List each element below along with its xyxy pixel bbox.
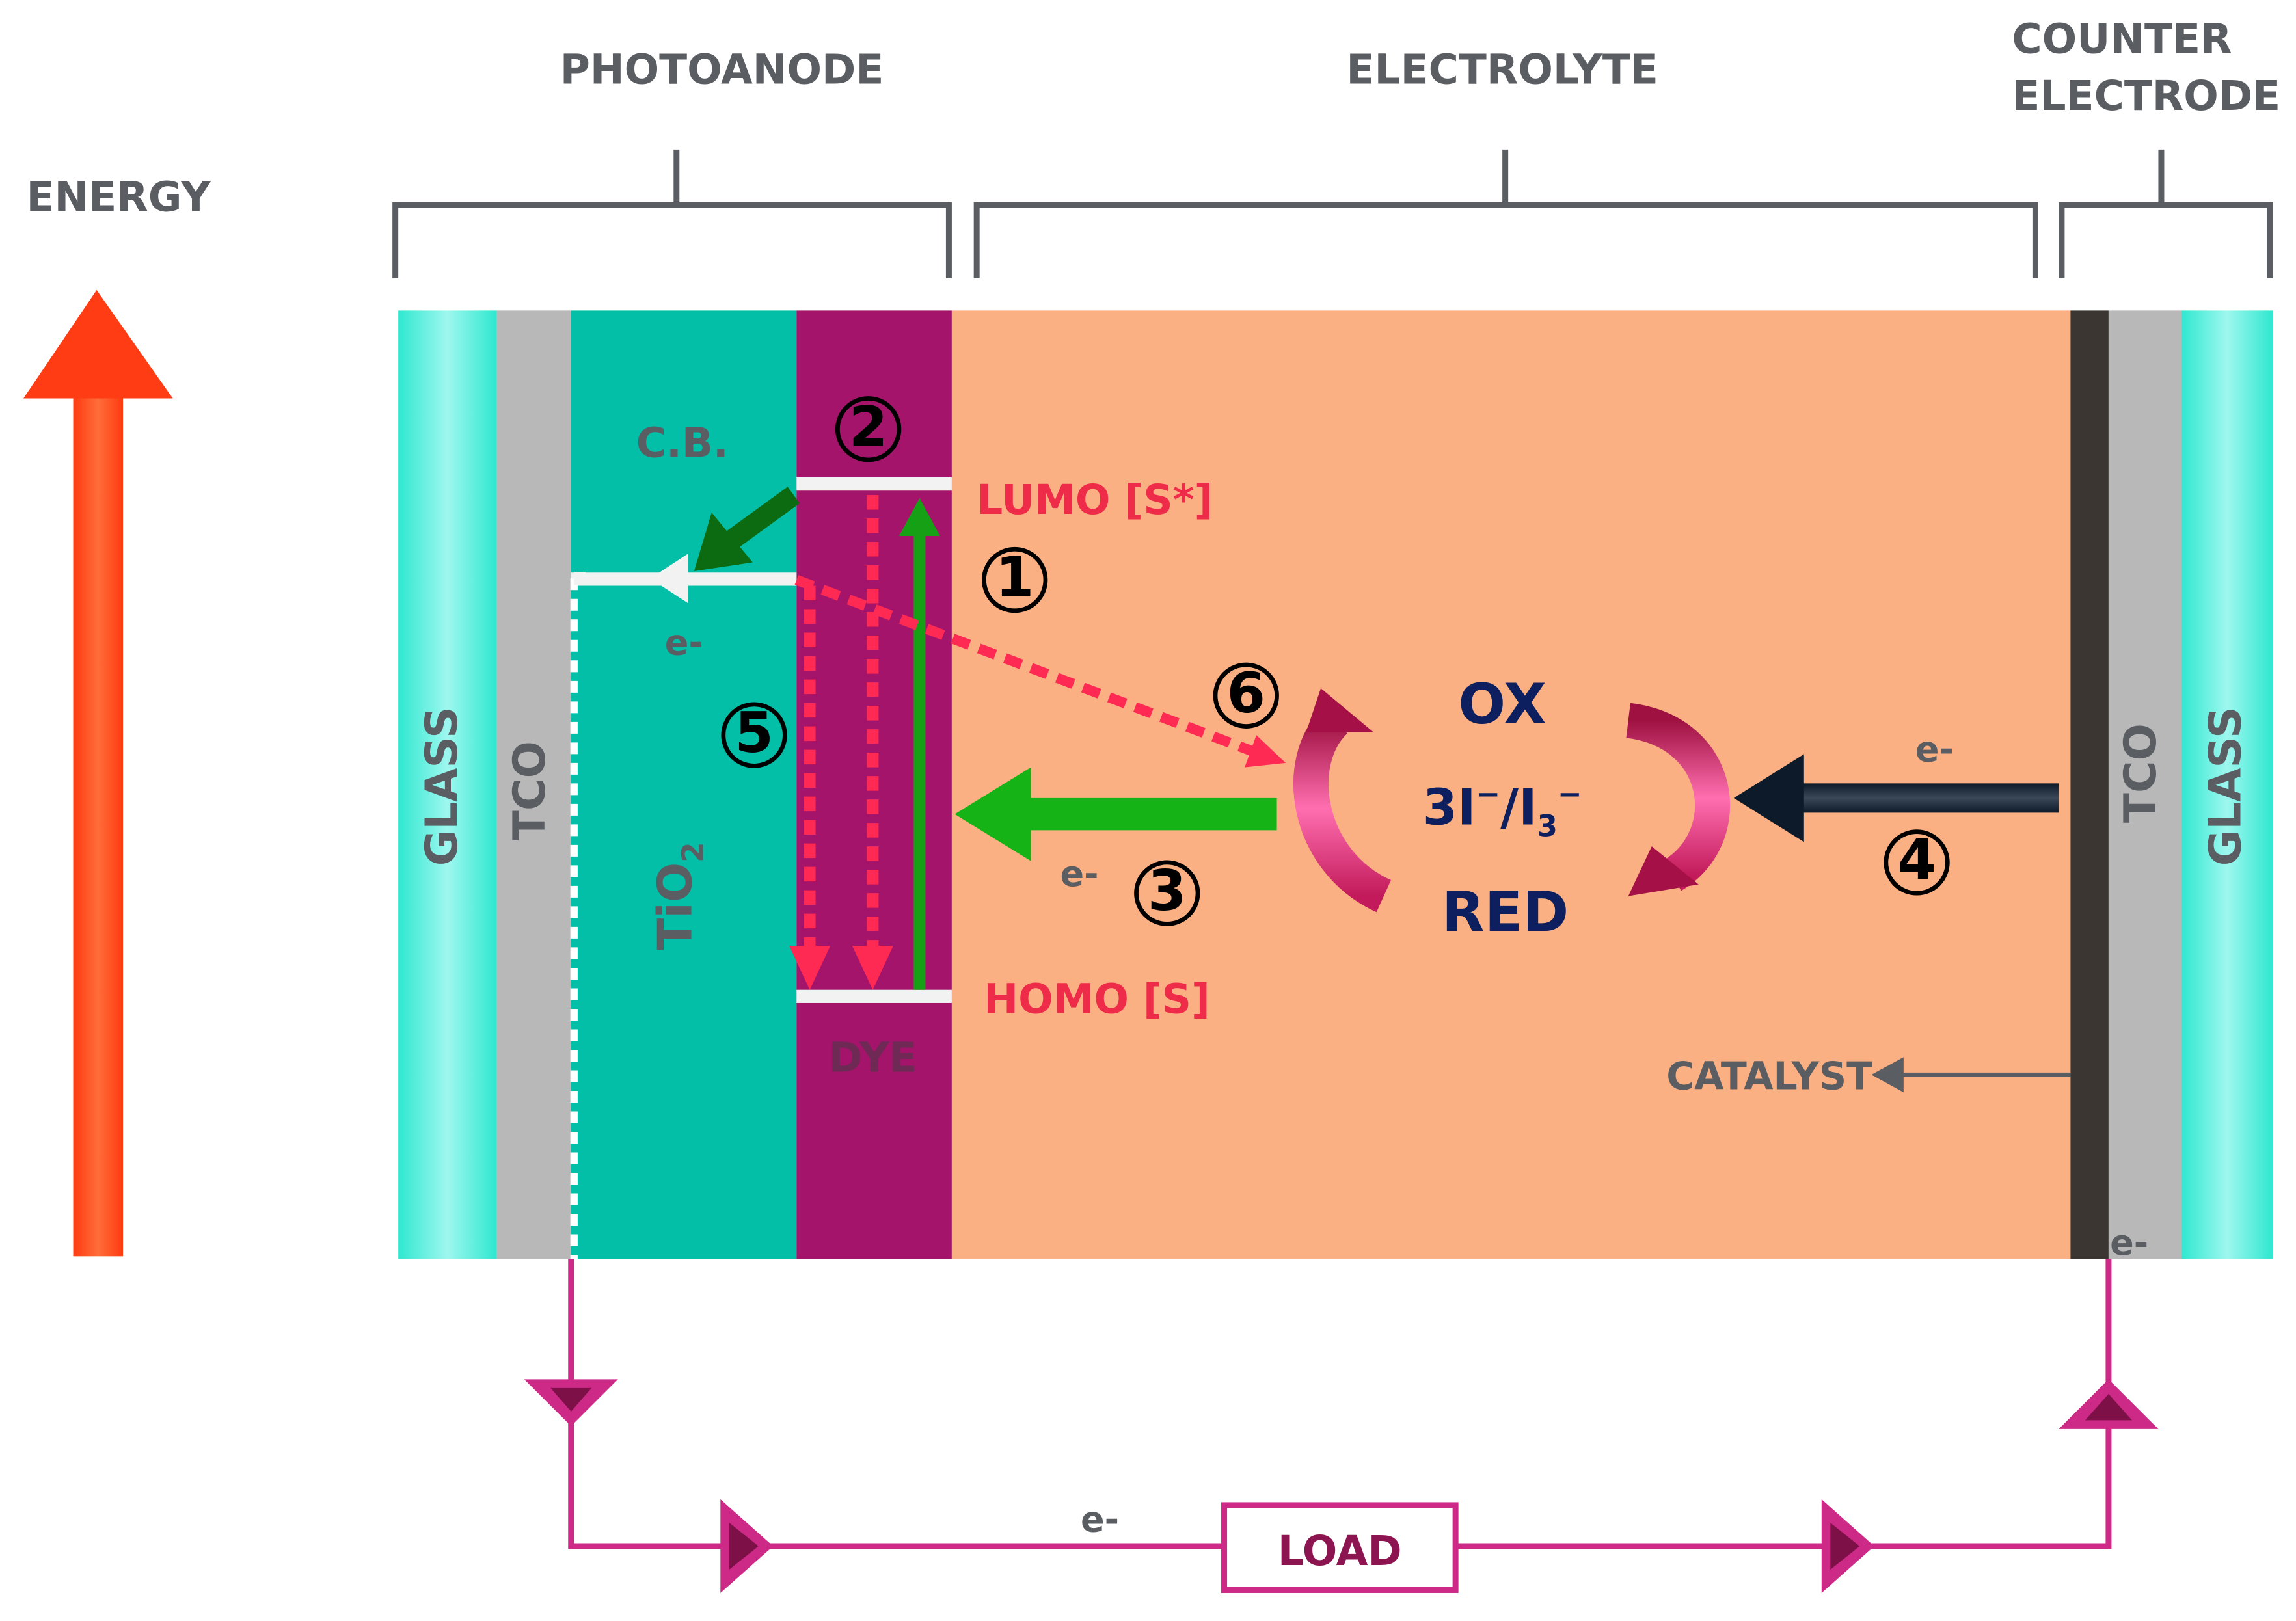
- photoanode-header: PHOTOANODE: [560, 46, 884, 94]
- circuit-wire-left: [568, 1259, 1224, 1549]
- electron-label-catalyst: e-: [2110, 1222, 2148, 1263]
- lumo-label: LUMO [S*]: [977, 476, 1213, 524]
- glass-left-layer: [398, 310, 496, 1259]
- svg-text:6: 6: [1227, 662, 1266, 726]
- curved-arrow-icon: [1293, 688, 1392, 913]
- step-marker-4: 4: [1884, 829, 1950, 896]
- red-label: RED: [1442, 881, 1569, 945]
- load-label: LOAD: [1278, 1527, 1402, 1575]
- tco-left-layer: [496, 310, 571, 1259]
- recombination-arrowhead-electrolyte-icon: [1245, 735, 1286, 768]
- relaxation-arrowhead-icon: [852, 946, 893, 990]
- injection-arrow-icon: [694, 487, 800, 572]
- svg-text:4: 4: [1897, 829, 1936, 893]
- tco-left-label: TCO: [504, 741, 555, 840]
- up-arrow-icon: [23, 289, 173, 1257]
- svg-text:2: 2: [849, 395, 888, 459]
- electron-label-counter: e-: [1915, 729, 1954, 770]
- electron-label-tio2: e-: [665, 622, 703, 663]
- step-marker-1: 1: [982, 546, 1048, 613]
- homo-label: HOMO [S]: [984, 976, 1209, 1023]
- tco-right-layer: [2108, 310, 2182, 1259]
- catalyst-arrow-icon: [1871, 1057, 2071, 1093]
- catalyst-label: CATALYST: [1666, 1054, 1872, 1099]
- step-marker-6: 6: [1213, 662, 1279, 729]
- glass-right-layer: [2181, 310, 2273, 1259]
- relaxation-arrows: [804, 494, 879, 949]
- curved-arrow-right-icon: [1625, 703, 1731, 896]
- tio2-label: TiO2: [647, 842, 710, 950]
- regeneration-arrow-icon: [954, 767, 1277, 861]
- glass-left-label: GLASS: [416, 706, 467, 866]
- tio2-layer: [571, 310, 797, 1259]
- svg-text:5: 5: [735, 701, 774, 766]
- glass-right-label: GLASS: [2199, 706, 2250, 866]
- electron-label-circuit: e-: [1081, 1499, 1119, 1540]
- svg-text:TiO2: TiO2: [647, 842, 710, 950]
- tco-right-label: TCO: [2114, 723, 2166, 823]
- excitation-arrow-icon: [898, 498, 940, 990]
- step-marker-5: 5: [721, 701, 787, 768]
- counter-header-line2: ELECTRODE: [2012, 72, 2280, 120]
- electrolyte-bracket: [973, 202, 2038, 278]
- electron-label-electrolyte: e-: [1060, 853, 1098, 894]
- cb-arrow-icon: [650, 554, 688, 604]
- load-box: [1221, 1502, 1459, 1593]
- triangle-arrow-icon: [524, 1379, 2159, 1593]
- redox-couple-label: 3I−/I3−: [1423, 777, 1582, 844]
- step-marker-3: 3: [1134, 859, 1200, 926]
- external-circuit: [568, 1259, 2112, 1549]
- lumo-level: [796, 477, 952, 491]
- circuit-wire-right: [1455, 1259, 2112, 1549]
- catalyst-layer: [2070, 310, 2109, 1259]
- ox-label: OX: [1458, 673, 1546, 737]
- energy-label: ENERGY: [27, 173, 212, 221]
- counter-electron-arrow-icon: [1733, 754, 2059, 842]
- svg-text:1: 1: [995, 546, 1034, 610]
- energy-arrow: ENERGY: [23, 173, 212, 1257]
- recombination-arrowhead-icon: [789, 946, 831, 990]
- svg-text:3: 3: [1148, 859, 1187, 924]
- cb-label: C.B.: [636, 419, 729, 466]
- electrolyte-header: ELECTROLYTE: [1346, 46, 1658, 94]
- header-brackets: [392, 149, 2273, 278]
- dye-label: DYE: [828, 1034, 917, 1082]
- photoanode-bracket: [392, 202, 952, 278]
- counter-bracket: [2059, 202, 2273, 278]
- step-marker-2: 2: [835, 395, 902, 462]
- counter-header-line1: COUNTER: [2012, 15, 2232, 62]
- homo-level: [796, 989, 952, 1003]
